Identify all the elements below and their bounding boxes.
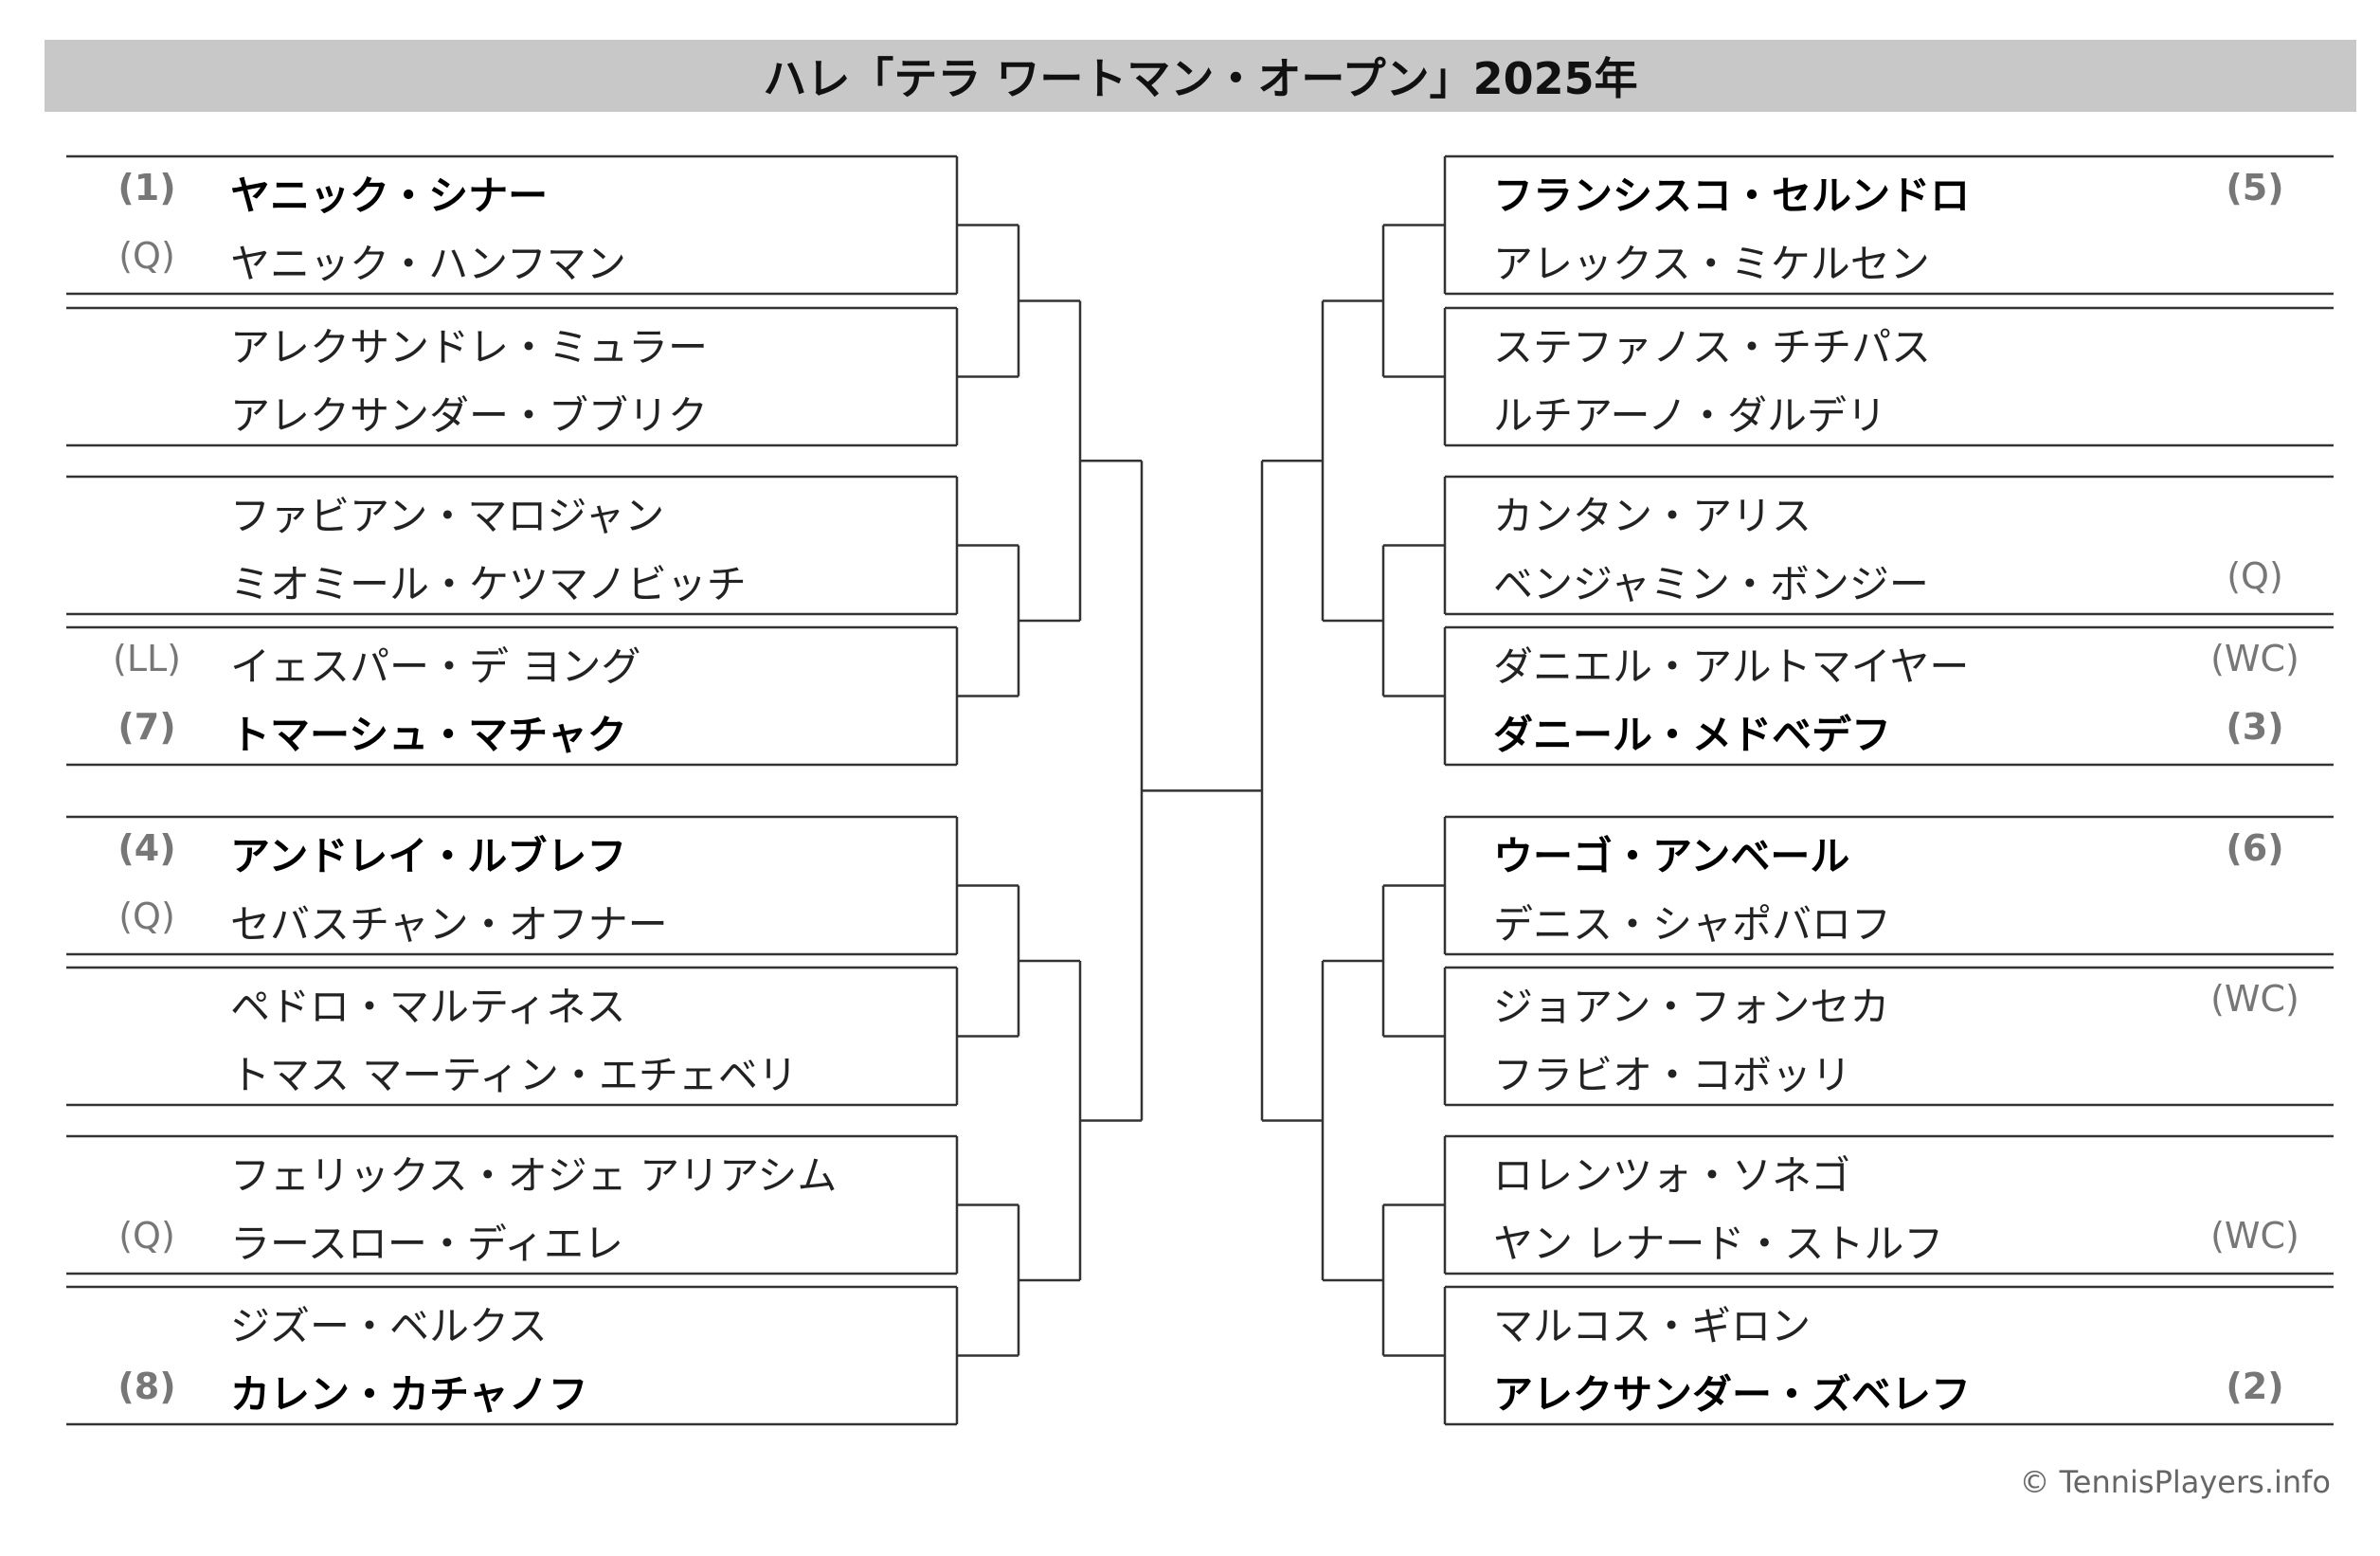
seed-label: (WC) xyxy=(2210,978,2299,1020)
page-title: ハレ「テラ ワートマン・オープン」2025年 xyxy=(45,40,2356,112)
player-name: アレクサンダー・ズベレフ xyxy=(1493,1371,1972,1418)
copyright-notice: © TennisPlayers.info xyxy=(2019,1464,2331,1500)
player-name: イェスパー・デ ヨング xyxy=(230,643,641,690)
player-name: ルチアーノ・ダルデリ xyxy=(1493,392,1886,439)
player-name: フランシスコ・セルンドロ xyxy=(1493,172,1971,219)
player-name: ロレンツォ・ソネゴ xyxy=(1493,1152,1851,1199)
player-name: フラビオ・コボッリ xyxy=(1493,1052,1852,1098)
player-name: ジズー・ベルクス xyxy=(230,1303,548,1349)
player-name: ステファノス・チチパス xyxy=(1493,324,1932,371)
player-name: フェリックス・オジェ アリアシム xyxy=(230,1152,838,1199)
player-name: ヤン レナード・ストルフ xyxy=(1493,1221,1944,1267)
seed-label: (8) xyxy=(117,1366,176,1407)
player-name: ラースロー・ディエレ xyxy=(230,1221,623,1267)
player-name: ヤニック・ハンフマン xyxy=(230,241,626,287)
seed-label: (Q) xyxy=(118,896,175,937)
player-name: トマーシュ・マチャク xyxy=(230,712,627,758)
player-name: アレクサンダー・ブブリク xyxy=(230,392,709,439)
player-name: ダニール・メドベデフ xyxy=(1493,712,1892,758)
player-name: アレクサンドレ・ミュラー xyxy=(230,324,709,371)
player-name: ファビアン・マロジャン xyxy=(230,493,665,539)
player-name: ジョアン・フォンセカ xyxy=(1493,984,1890,1030)
player-name: カレン・カチャノフ xyxy=(230,1371,588,1418)
seed-label: (Q) xyxy=(118,235,175,277)
player-name: ダニエル・アルトマイヤー xyxy=(1493,643,1970,690)
player-name: マルコス・ギロン xyxy=(1493,1303,1812,1349)
seed-label: (LL) xyxy=(113,638,181,679)
player-name: ペドロ・マルティネス xyxy=(230,984,626,1030)
seed-label: (Q) xyxy=(2227,555,2283,597)
seed-label: (7) xyxy=(117,706,176,748)
player-name: デニス・シャポバロフ xyxy=(1493,901,1892,948)
player-name: ヤニック・シナー xyxy=(230,172,549,219)
seed-label: (WC) xyxy=(2210,638,2299,679)
seed-label: (4) xyxy=(117,827,176,869)
player-name: トマス マーティン・エチェベリ xyxy=(230,1052,798,1098)
player-name: ミオミール・ケツマノビッチ xyxy=(230,561,747,607)
player-name: カンタン・アリス xyxy=(1493,493,1812,539)
seed-label: (3) xyxy=(2226,706,2284,748)
tournament-title: ハレ「テラ ワートマン・オープン」2025年 xyxy=(763,53,1638,104)
player-name: ウーゴ・アンベール xyxy=(1493,833,1850,879)
player-name: アレックス・ミケルセン xyxy=(1493,241,1930,287)
seed-label: (6) xyxy=(2226,827,2284,869)
player-name: セバスチャン・オフナー xyxy=(230,901,668,948)
seed-label: (5) xyxy=(2226,167,2284,208)
player-name: アンドレイ・ルブレフ xyxy=(230,833,627,879)
seed-label: (1) xyxy=(117,167,176,208)
seed-label: (Q) xyxy=(118,1215,175,1257)
seed-label: (2) xyxy=(2226,1366,2284,1407)
player-name: ベンジャミン・ボンジー xyxy=(1493,561,1929,607)
seed-label: (WC) xyxy=(2210,1215,2299,1257)
